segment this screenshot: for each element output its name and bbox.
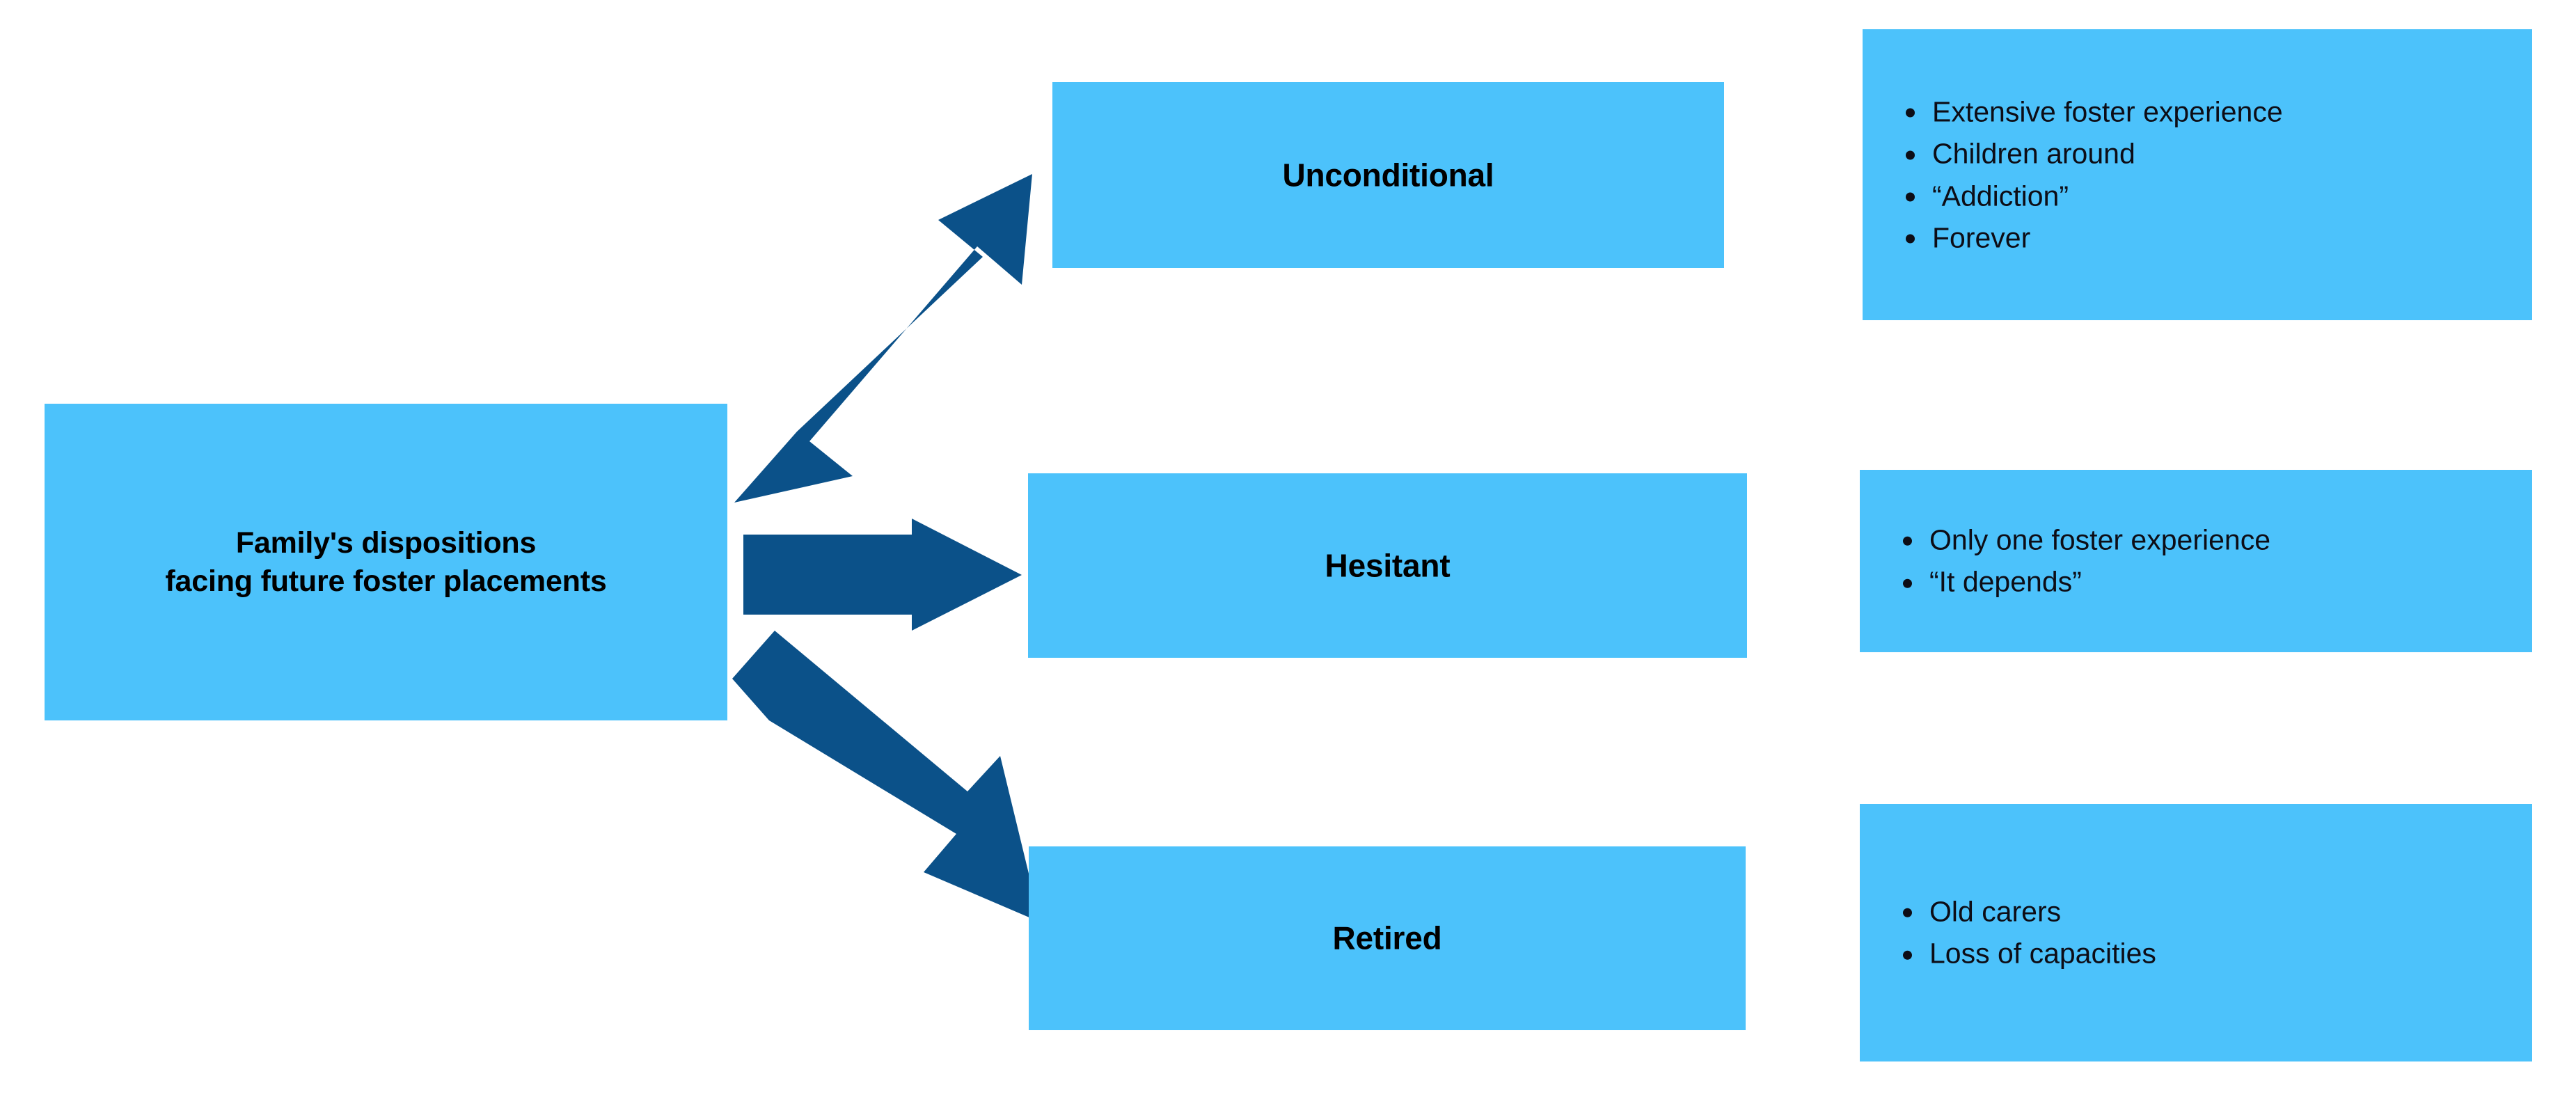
details-hesitant-list: Only one foster experience “It depends” <box>1893 519 2270 603</box>
bullet-dot-icon <box>1906 108 1915 118</box>
list-item: Forever <box>1896 216 2283 258</box>
arrow-down-right-icon <box>732 631 1041 922</box>
arrow-right-head <box>912 519 1022 631</box>
list-item: “Addiction” <box>1896 175 2283 216</box>
arrow-right-shaft <box>743 535 913 615</box>
bullet-dot-icon <box>1906 234 1915 244</box>
list-item: “It depends” <box>1893 561 2270 603</box>
list-item-label: Children around <box>1932 137 2135 170</box>
details-hesitant[interactable]: Only one foster experience “It depends” <box>1860 470 2532 652</box>
details-unconditional-list: Extensive foster experience Children aro… <box>1896 90 2283 258</box>
node-retired-label: Retired <box>1332 919 1442 956</box>
node-family-dispositions-label: Family's dispositions facing future fost… <box>165 526 607 598</box>
list-item-label: “Addiction” <box>1932 180 2069 212</box>
node-family-dispositions[interactable]: Family's dispositions facing future fost… <box>45 404 727 720</box>
list-item-label: Old carers <box>1929 895 2062 928</box>
node-hesitant-label: Hesitant <box>1325 547 1451 584</box>
arrow-right-icon <box>743 523 1018 626</box>
list-item-label: Extensive foster experience <box>1932 95 2283 128</box>
list-item: Loss of capacities <box>1893 933 2156 974</box>
node-retired[interactable]: Retired <box>1029 846 1746 1030</box>
details-retired-list: Old carers Loss of capacities <box>1893 891 2156 975</box>
node-unconditional-label: Unconditional <box>1282 157 1494 194</box>
arrow-up-right-icon <box>734 174 1032 503</box>
list-item-label: Loss of capacities <box>1929 938 2156 970</box>
bullet-dot-icon <box>1903 537 1912 546</box>
list-item-label: “It depends” <box>1929 566 2082 598</box>
bullet-dot-icon <box>1906 150 1915 160</box>
list-item: Extensive foster experience <box>1896 90 2283 132</box>
list-item: Only one foster experience <box>1893 519 2270 561</box>
bullet-dot-icon <box>1903 578 1912 588</box>
details-unconditional[interactable]: Extensive foster experience Children aro… <box>1863 29 2532 320</box>
node-unconditional[interactable]: Unconditional <box>1052 82 1724 268</box>
bullet-dot-icon <box>1903 908 1912 918</box>
node-hesitant[interactable]: Hesitant <box>1028 473 1747 658</box>
list-item-label: Only one foster experience <box>1929 523 2270 556</box>
list-item: Children around <box>1896 133 2283 175</box>
bullet-dot-icon <box>1906 192 1915 202</box>
list-item-label: Forever <box>1932 221 2031 254</box>
details-retired[interactable]: Old carers Loss of capacities <box>1860 804 2532 1061</box>
list-item: Old carers <box>1893 891 2156 933</box>
bullet-dot-icon <box>1903 950 1912 960</box>
